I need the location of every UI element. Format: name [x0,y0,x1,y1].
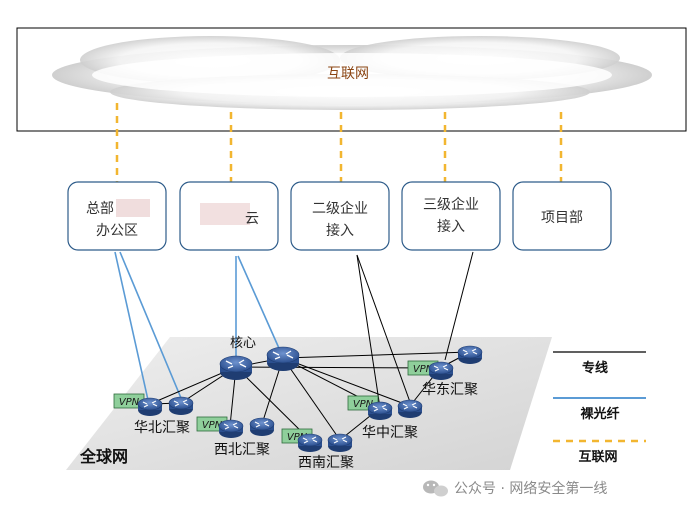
router-east-2[interactable] [457,345,483,365]
router-northwest-1[interactable] [218,419,244,439]
internet-label: 互联网 [327,66,369,82]
router-central-1[interactable] [367,401,393,421]
site-lvl2-line2: 接入 [326,222,354,239]
site-box-lvl3[interactable] [401,181,501,251]
site-hq-line1: 总部 [86,201,114,217]
site-lvl2-line1: 二级企业 [312,200,368,217]
site-hq-line2: 办公区 [96,223,138,239]
global-network-label: 全球网 [79,447,128,466]
core-router-1[interactable] [219,355,253,381]
legend-fiber-label: 裸光纤 [580,406,619,422]
site-lvl3-line2: 接入 [437,218,465,235]
internet-cloud [52,36,652,110]
vpn-label-north: VPN [119,397,140,408]
core-label: 核心 [230,336,256,351]
blur-patch [116,199,150,217]
router-north-2[interactable] [168,396,194,416]
router-southwest-2[interactable] [327,433,353,453]
vpn-label-southwest: VPN [287,432,308,443]
hub-northwest-label: 西北汇聚 [214,442,270,458]
fiber-links [114,251,283,401]
site-lvl3-line1: 三级企业 [423,196,479,213]
vpn-label-central: VPN [353,399,374,410]
core-router-2[interactable] [266,346,300,372]
site-box-project[interactable] [512,181,612,251]
internet-links [115,103,563,183]
vpn-label-northwest: VPN [202,420,223,431]
router-southwest-1[interactable] [297,433,323,453]
hub-central-label: 华中汇聚 [362,425,418,441]
wechat-icon [423,480,448,497]
hub-north-label: 华北汇聚 [134,420,190,436]
vpn-label-east: VPN [413,364,434,375]
site-cloud-line2: 云 [245,211,259,227]
router-northwest-2[interactable] [249,417,275,437]
watermark-text: 公众号 · 网络安全第一线 [454,480,607,497]
blur-patch [200,203,250,225]
hub-east-label: 华东汇聚 [422,382,478,398]
router-central-2[interactable] [397,399,423,419]
router-north-1[interactable] [137,397,163,417]
legend [553,351,646,443]
hub-southwest-label: 西南汇聚 [298,455,354,471]
site-box-lvl2[interactable] [290,181,390,251]
site-project-line1: 项目部 [541,210,583,226]
legend-internet-label: 互联网 [578,450,617,465]
legend-leased-label: 专线 [582,360,608,376]
router-east-1[interactable] [428,361,454,381]
